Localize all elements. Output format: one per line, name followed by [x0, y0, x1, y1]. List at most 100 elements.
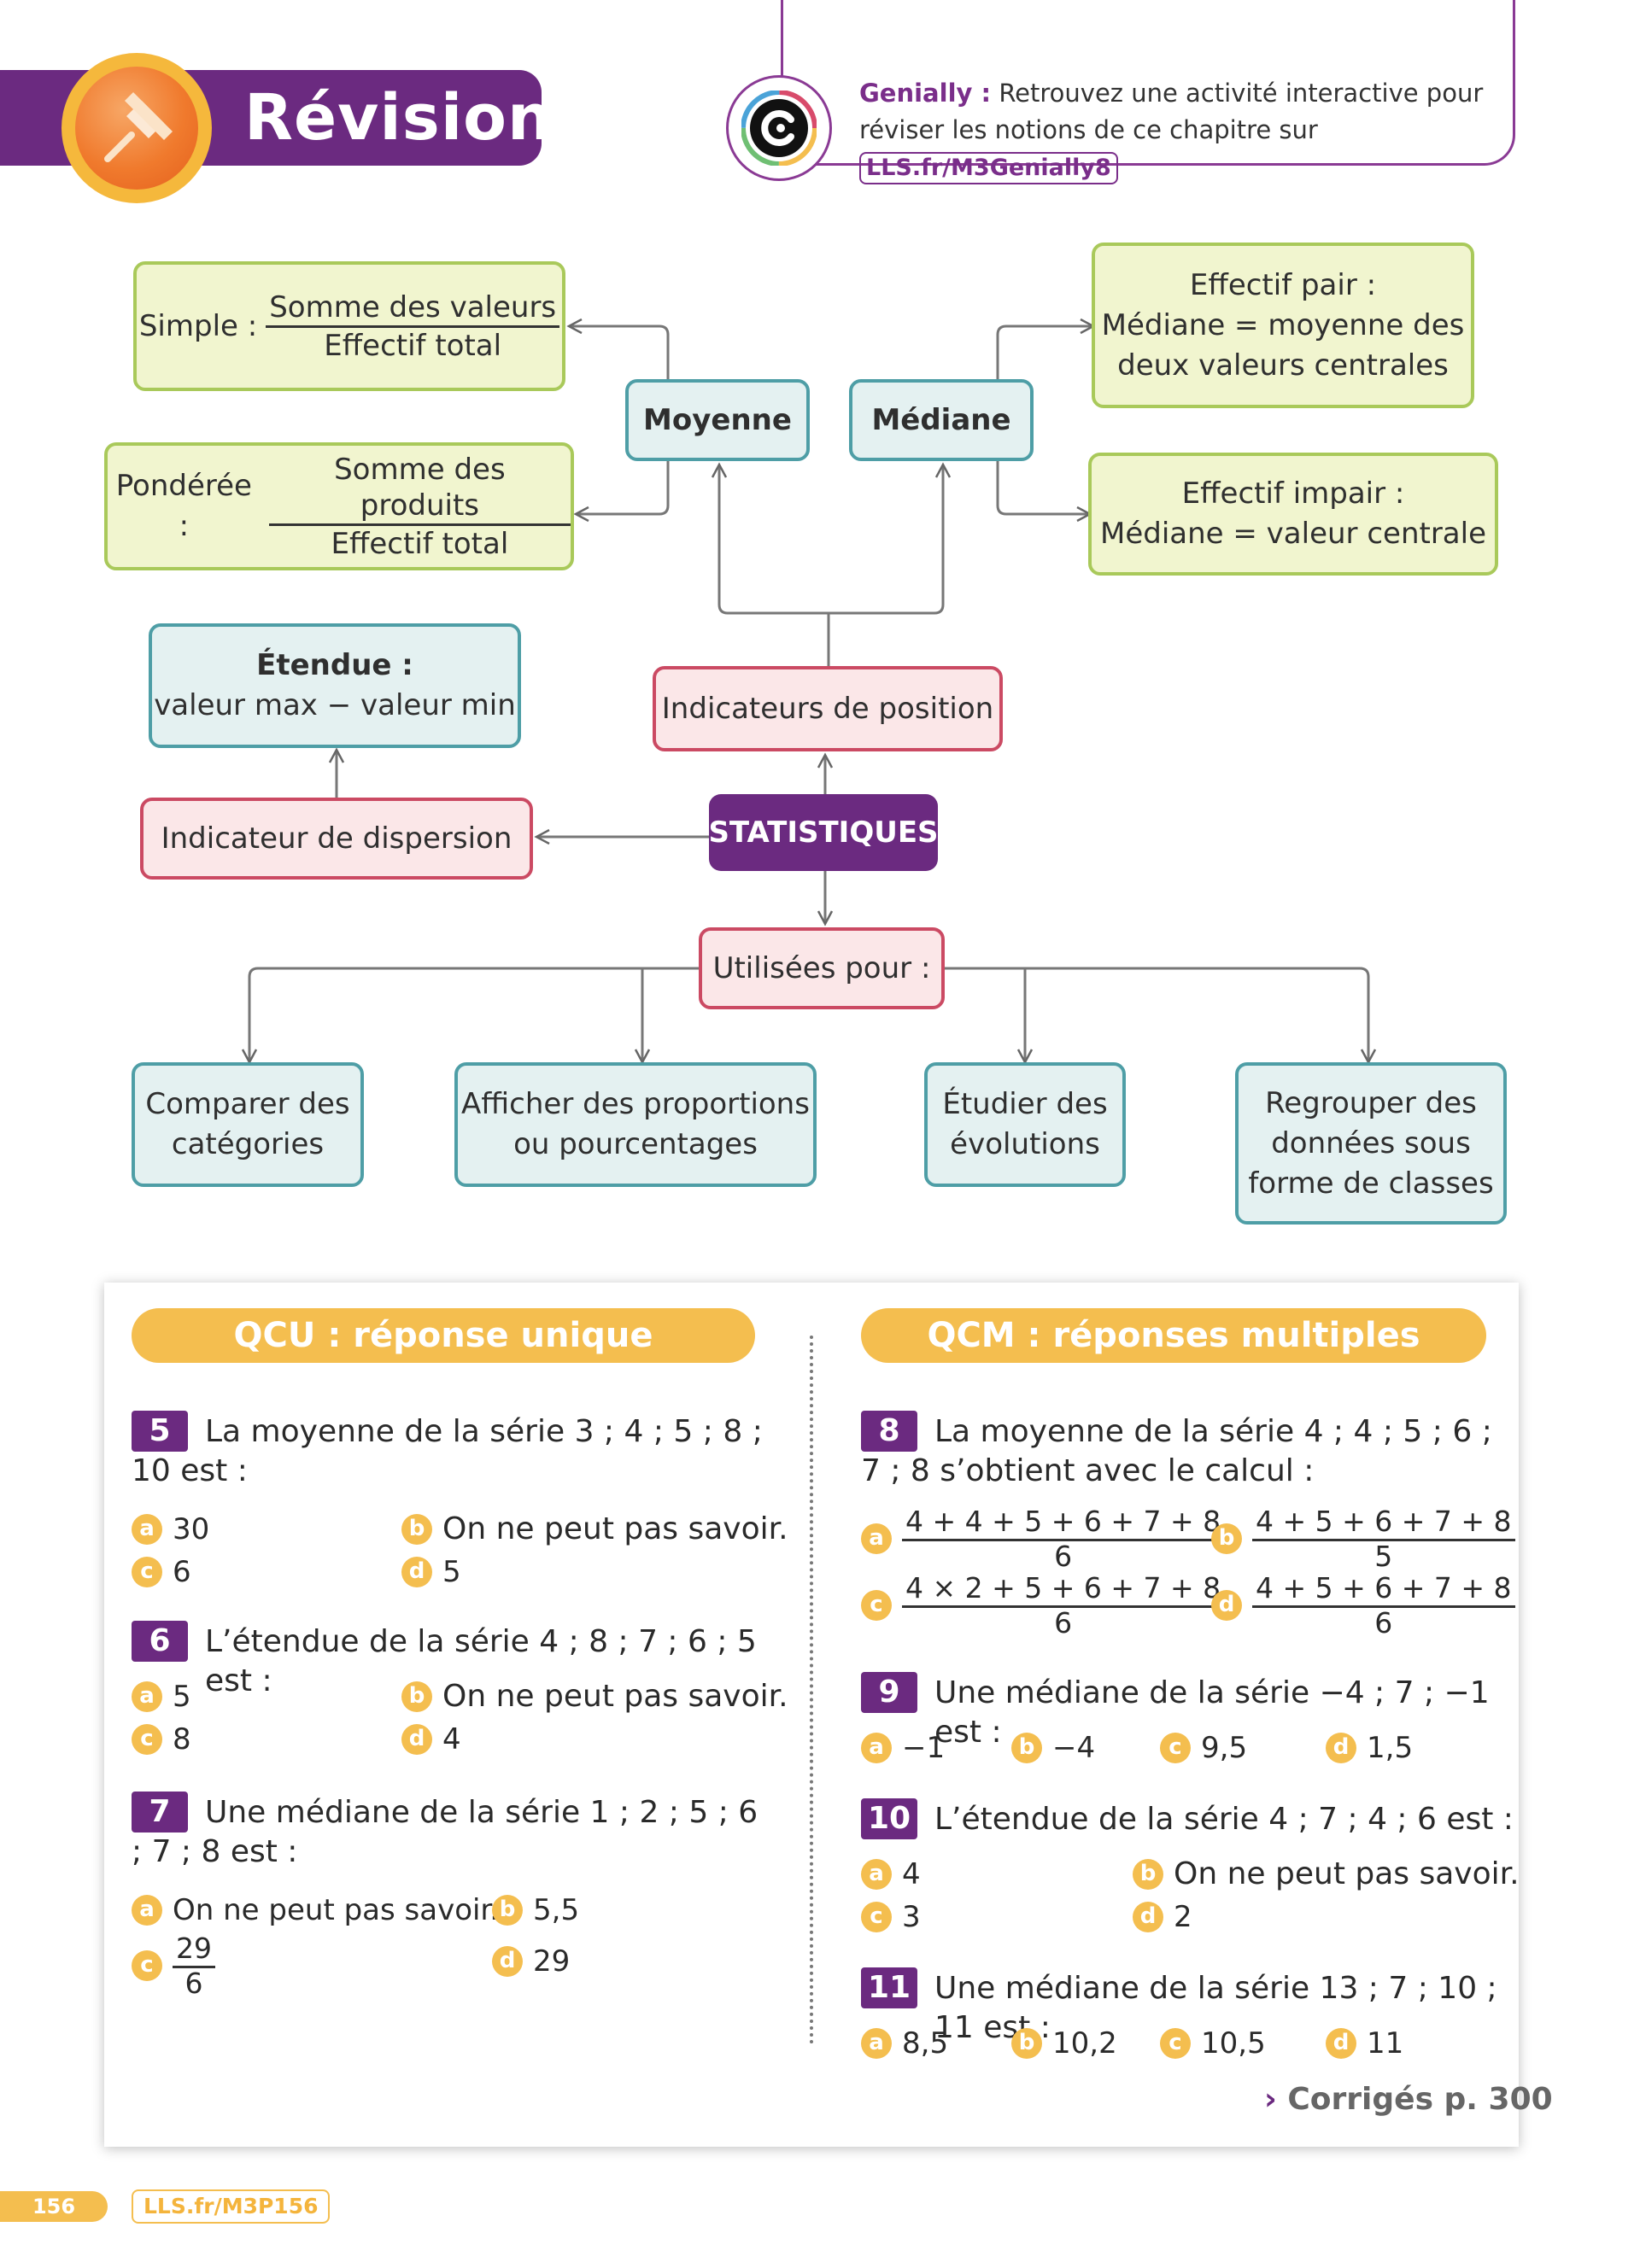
question-9-option-a[interactable]: a −1 [861, 1730, 945, 1766]
option-d-badge: d [1211, 1589, 1242, 1621]
question-9-number: 9 [861, 1672, 917, 1713]
option-text: 29 [533, 1944, 571, 1979]
question-9-text: Une médiane de la série −4 ; 7 ; −1 est … [934, 1675, 1490, 1750]
option-d-badge: d [1326, 1733, 1356, 1763]
option-text: 1,5 [1367, 1731, 1414, 1765]
genially-label: Genially : [859, 79, 992, 108]
mindmap-connectors [241, 318, 1377, 1065]
option-text: 6 [173, 1555, 191, 1589]
option-text: On ne peut pas savoir. [173, 1893, 500, 1927]
option-d-badge: d [1326, 2028, 1356, 2059]
use-afficher-line-1: Afficher des proportions [461, 1087, 810, 1121]
option-a-badge: a [861, 1859, 892, 1890]
question-8-number: 8 [861, 1411, 917, 1452]
option-a-badge: a [861, 2028, 892, 2059]
question-9-option-b[interactable]: b−4 [1011, 1730, 1095, 1766]
pair-title: Effectif pair : [1189, 267, 1377, 302]
page-link[interactable]: LLS.fr/M3P156 [132, 2189, 331, 2224]
fraction-denominator: 5 [1374, 1540, 1393, 1573]
moyenne-simple-box: Simple : Somme des valeurs Effectif tota… [133, 261, 565, 391]
option-b-badge: b [492, 1895, 523, 1926]
ponderee-denominator: Effectif total [331, 526, 509, 561]
question-11-option-d[interactable]: d 11 [1326, 2025, 1403, 2061]
question-11-option-a[interactable]: a 8,5 [861, 2025, 948, 2061]
indicateurs-position-node: Indicateurs de position [653, 666, 1003, 751]
question-7-number: 7 [132, 1792, 188, 1833]
use-etudier-line-1: Étudier des [942, 1087, 1108, 1121]
option-text: 2 [1174, 1900, 1192, 1934]
use-etudier-line-2: évolutions [950, 1127, 1100, 1161]
use-comparer-line-1: Comparer des [145, 1087, 350, 1121]
indicateur-dispersion-node: Indicateur de dispersion [140, 798, 533, 880]
corriges-link[interactable]: › Corrigés p. 300 [1264, 2082, 1553, 2117]
utilisees-pour-node: Utilisées pour : [699, 927, 945, 1009]
option-c-badge: c [132, 1724, 162, 1755]
option-text: −4 [1052, 1731, 1096, 1765]
option-text: −1 [902, 1731, 946, 1765]
question-5-number: 5 [132, 1411, 188, 1452]
use-regrouper-line-2: données sous [1271, 1125, 1471, 1160]
simple-numerator: Somme des valeurs [266, 289, 560, 328]
option-d-badge: d [401, 1724, 432, 1755]
option-text: 5 [442, 1555, 461, 1589]
fraction-numerator: 4 + 5 + 6 + 7 + 8 [1252, 1505, 1515, 1541]
option-c-badge: c [861, 1589, 892, 1621]
option-d-badge: d [1133, 1902, 1163, 1932]
genially-description: Retrouvez une activité interactive pour … [859, 79, 1484, 144]
option-text: 11 [1367, 2026, 1404, 2060]
use-regrouper-line-3: forme de classes [1248, 1166, 1494, 1201]
page-title: Révision [244, 81, 554, 155]
etendue-title: Étendue : [256, 648, 413, 682]
option-a-badge: a [861, 1733, 892, 1763]
effectif-pair-box: Effectif pair : Médiane = moyenne des de… [1092, 243, 1474, 408]
pair-line-3: deux valeurs centrales [1117, 348, 1449, 383]
option-text: 30 [173, 1512, 210, 1546]
pin-badge-inner [75, 67, 198, 190]
use-etudier-box: Étudier des évolutions [924, 1062, 1126, 1187]
question-6-number: 6 [132, 1621, 188, 1662]
simple-fraction: Somme des valeurs Effectif total [266, 289, 560, 364]
question-11-text: Une médiane de la série 13 ; 7 ; 10 ; 11… [934, 1971, 1497, 2045]
question-8-text: La moyenne de la série 4 ; 4 ; 5 ; 6 ; 7… [861, 1414, 1492, 1488]
question-9-option-d[interactable]: d 1,5 [1326, 1730, 1413, 1766]
option-text: 10,5 [1201, 2026, 1266, 2060]
impair-line-2: Médiane = valeur centrale [1099, 517, 1486, 551]
option-text: 4 [902, 1857, 921, 1891]
simple-label: Simple : [138, 308, 258, 343]
option-text: 8,5 [902, 2026, 949, 2060]
option-b-badge: b [401, 1514, 432, 1545]
effectif-impair-box: Effectif impair : Médiane = valeur centr… [1088, 453, 1498, 576]
genially-box [781, 0, 1515, 166]
genially-link[interactable]: LLS.fr/M3Genially8 [859, 152, 1118, 184]
option-text: On ne peut pas savoir. [442, 1679, 788, 1714]
option-text: 5 [173, 1680, 191, 1714]
